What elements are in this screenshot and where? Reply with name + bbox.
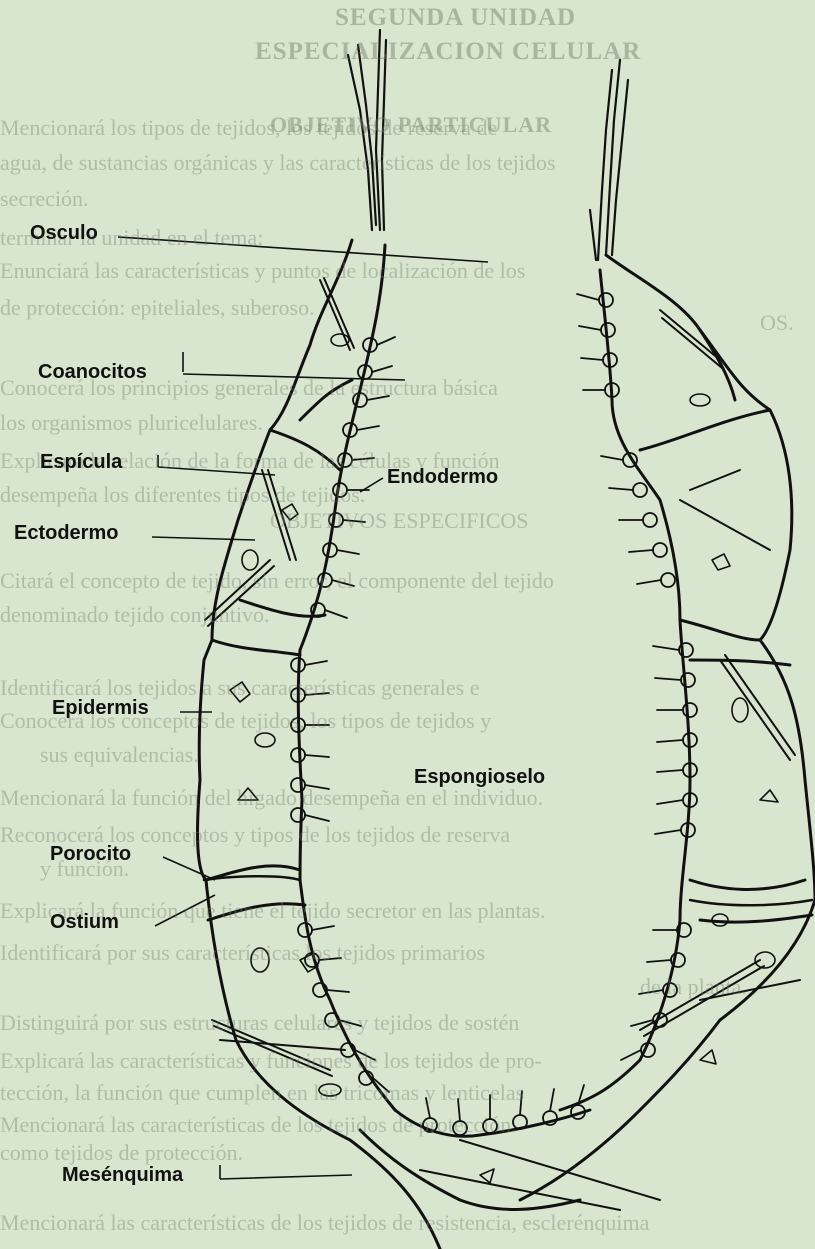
porocito-leader [163,857,215,880]
mesenquima-leader [220,1165,352,1179]
ghost-line-17: sus equivalencias. [40,742,199,768]
ghost-line-2: agua, de sustancias orgánicas y las cara… [0,150,556,176]
ghost-line-9: los organismos pluricelulares. [0,410,263,436]
ghost-line-26: tección, la función que cumplen en las t… [0,1080,524,1106]
ghost-line-28: como tejidos de protección. [0,1140,243,1166]
ghost-line-3: secreción. [0,186,89,212]
label-espongioselo: Espongioselo [414,766,545,789]
ghost-header-2: ESPECIALIZACION CELULAR [255,38,641,66]
ghost-header-1: SEGUNDA UNIDAD [335,4,576,32]
label-espicula: Espícula [40,451,122,474]
right-wall-outer [520,255,815,1200]
ghost-line-11: desempeña los diferentes tipos de tejido… [0,482,365,508]
label-osculo: Osculo [30,222,98,245]
ghost-line-14: denominado tejido conjuntivo. [0,602,269,628]
choanocytes-right [577,293,697,1060]
ghost-line-12: OBJETIVOS ESPECIFICOS [270,508,529,534]
ghost-line-6: de protección: epiteliales, suberoso. [0,295,315,321]
ghost-line-24: Distinguirá por sus estructuras celulare… [0,1010,519,1036]
label-coanocitos: Coanocitos [38,361,147,384]
ghost-line-29: Mencionará las características de los te… [0,1210,649,1236]
ghost-line-5: Enunciará las características y puntos d… [0,258,525,284]
ectodermo-leader [152,537,255,540]
label-porocito: Porocito [50,843,131,866]
label-ostium: Ostium [50,911,119,934]
label-epidermis: Epidermis [52,697,149,720]
ghost-line-13: Citará el concepto de tejido, sin error,… [0,568,554,594]
ghost-line-27: Mencionará las características de los te… [0,1112,517,1138]
ghost-line-23: de la planta. [640,974,747,1000]
ghost-line-25: Explicará las características y funcione… [0,1048,542,1074]
ghost-line-7: OS. [760,310,794,336]
label-endodermo: Endodermo [387,466,498,489]
label-ectodermo: Ectodermo [14,522,118,545]
ghost-line-22: Identificará por sus características los… [0,940,485,966]
label-mesenquima: Mesénquima [62,1164,183,1187]
ghost-line-1: Mencionará los tipos de tejidos, los tej… [0,115,497,141]
